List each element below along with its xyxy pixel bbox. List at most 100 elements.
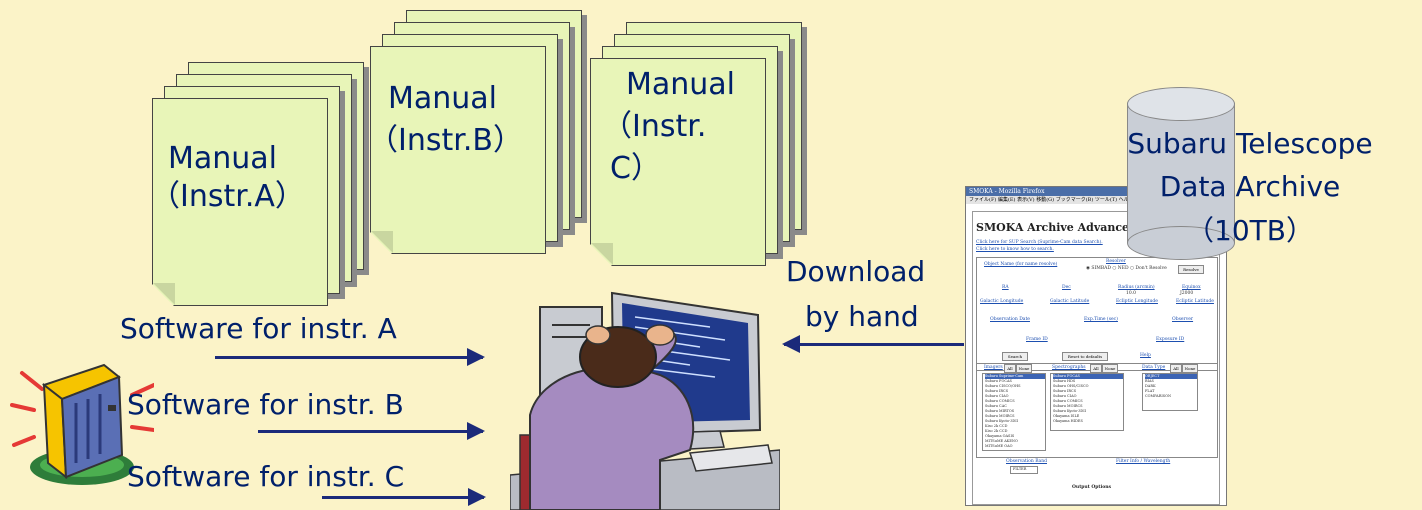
how-to-link[interactable]: Click here to know how to search.: [976, 247, 1054, 252]
equinox-label: Equinox: [1182, 285, 1201, 290]
list-option[interactable]: Subaru Kyoto-3DII: [985, 419, 1018, 423]
software-server-icon: [10, 363, 154, 485]
list-option[interactable]: DARK: [1145, 384, 1156, 388]
data-type-label: Data Type: [1142, 365, 1166, 370]
list-option[interactable]: Subaru COMICS: [985, 399, 1015, 403]
list-option[interactable]: Subaru CIAO: [1053, 394, 1077, 398]
ecliptic-latitude-label: Ecliptic Latitude: [1176, 299, 1214, 304]
manual-sheet: [152, 98, 328, 306]
list-option[interactable]: Subaru CIAO: [985, 394, 1009, 398]
type-none-button[interactable]: None: [1182, 364, 1198, 373]
radius-label: Radius (arcmin): [1118, 285, 1155, 290]
download-label-line2: by hand: [805, 300, 919, 333]
list-option[interactable]: Subaru OHS/CISCO: [1053, 384, 1089, 388]
list-option[interactable]: Okayama OASIS: [985, 434, 1015, 438]
list-option[interactable]: Subaru FOCAS: [1053, 374, 1123, 379]
help-link[interactable]: Help: [1140, 353, 1151, 358]
list-option[interactable]: Okayama HIDES: [1053, 419, 1083, 423]
download-arrow: [782, 335, 964, 353]
obs-band-label: Observation Band: [1006, 459, 1047, 464]
imagers-label: Imagers: [984, 365, 1003, 370]
list-option[interactable]: Subaru IRCS: [1053, 389, 1077, 393]
imagers-none-button[interactable]: None: [1016, 364, 1032, 373]
search-button[interactable]: Search: [1002, 352, 1028, 361]
list-option[interactable]: COMPARISON: [1145, 394, 1172, 398]
list-option[interactable]: Kiso 2k CCD: [985, 429, 1008, 433]
radius-value[interactable]: 10.0: [1126, 291, 1137, 296]
list-option[interactable]: Subaru Suprime-Cam: [985, 374, 1045, 379]
archive-cylinder-top: [1127, 87, 1235, 121]
archive-label-line2: Data Archive: [1159, 170, 1341, 203]
reset-button[interactable]: Reset to defaults: [1062, 352, 1108, 361]
manual-sheet: [590, 58, 766, 266]
manual-sheet: [370, 46, 546, 254]
list-option[interactable]: MITSuME OAO: [985, 444, 1013, 448]
software-c-arrow: [322, 488, 486, 506]
manual-b-line1: Manual: [388, 81, 498, 116]
frame-id-label: Frame ID: [1026, 337, 1048, 342]
dec-label: Dec: [1062, 285, 1071, 290]
object-name-label: Object Name (for name resolve): [984, 262, 1058, 267]
list-option[interactable]: OBJECT: [1145, 374, 1197, 379]
list-option[interactable]: Subaru CAC: [985, 404, 1007, 408]
manual-a-line2: （Instr.A）: [150, 179, 305, 214]
list-option[interactable]: Subaru MIRTOS: [985, 409, 1015, 413]
spec-none-button[interactable]: None: [1102, 364, 1118, 373]
obs-date-label: Observation Date: [990, 317, 1030, 322]
smoka-title: SMOKA Archive Advanced S: [976, 221, 1149, 234]
manual-c-line3: C）: [610, 151, 661, 186]
browser-title-bar: SMOKA - Mozilla Firefox: [966, 187, 1226, 196]
resolver-options[interactable]: ◉ SIMBAD ○ NED ○ Don't Resolve: [1086, 266, 1167, 271]
software-c-label: Software for instr. C: [127, 460, 405, 493]
instrument-box: [976, 363, 1218, 458]
resolver-label: Resolver: [1106, 259, 1126, 264]
list-option[interactable]: BIAS: [1145, 379, 1154, 383]
list-option[interactable]: Subaru COMICS: [1053, 399, 1083, 403]
imagers-all-button[interactable]: All: [1004, 364, 1016, 373]
ra-label: RA: [1002, 285, 1009, 290]
list-option[interactable]: Subaru FOCAS: [985, 379, 1012, 383]
sup-search-link[interactable]: Click here for SUP Search (Suprime-Cam d…: [976, 240, 1103, 245]
list-option[interactable]: FLAT: [1145, 389, 1155, 393]
archive-cylinder-body: [1127, 103, 1235, 243]
galactic-latitude-label: Galactic Latitude: [1050, 299, 1090, 304]
resolve-button[interactable]: Resolve: [1178, 265, 1204, 274]
list-option[interactable]: Subaru MOIRCS: [1053, 404, 1083, 408]
filter-select[interactable]: FILTER: [1010, 466, 1038, 474]
galactic-longitude-label: Galactic Longitude: [980, 299, 1024, 304]
archive-label-line1: Subaru Telescope: [1127, 127, 1373, 160]
list-option[interactable]: Subaru CISCO/OHS: [985, 384, 1021, 388]
equinox-value[interactable]: J2000: [1180, 291, 1194, 296]
frustrated-user-illustration: [510, 291, 780, 510]
exposure-id-label: Exposure ID: [1156, 337, 1185, 342]
manual-c-line1: Manual: [626, 67, 736, 102]
list-option[interactable]: Subaru MOIRCS: [985, 414, 1015, 418]
browser-menu-bar: ファイル(F) 編集(E) 表示(V) 移動(G) ブックマーク(B) ツール(…: [966, 196, 1226, 204]
download-label-line1: Download: [786, 255, 926, 288]
spec-all-button[interactable]: All: [1090, 364, 1102, 373]
type-all-button[interactable]: All: [1170, 364, 1182, 373]
software-a-arrow: [215, 348, 485, 366]
list-option[interactable]: Okayama ISLE: [1053, 414, 1080, 418]
spectrographs-label: Spectrographs: [1052, 365, 1086, 370]
list-option[interactable]: Kiso 2k CCD: [985, 424, 1008, 428]
manual-c-line2: （Instr.: [602, 109, 707, 144]
list-option[interactable]: MITSuME AKENO: [985, 439, 1018, 443]
list-option[interactable]: Subaru HDS: [1053, 379, 1076, 383]
exptime-label: Exp.Time (sec): [1084, 317, 1118, 322]
list-option[interactable]: Subaru Kyoto-3DII: [1053, 409, 1086, 413]
software-a-label: Software for instr. A: [120, 312, 397, 345]
archive-label-line3: （10TB）: [1186, 214, 1314, 247]
output-options-label: Output Options: [1072, 485, 1111, 490]
archive-cylinder-bottom: [1127, 226, 1235, 260]
ecliptic-longitude-label: Ecliptic Longitude: [1116, 299, 1158, 304]
software-b-label: Software for instr. B: [127, 388, 404, 421]
manual-a-line1: Manual: [168, 141, 278, 176]
list-option[interactable]: Subaru IRCS: [985, 389, 1009, 393]
smoka-webpage-screenshot: SMOKA - Mozilla Firefox ファイル(F) 編集(E) 表示…: [965, 186, 1227, 506]
observer-label: Observer: [1172, 317, 1194, 322]
